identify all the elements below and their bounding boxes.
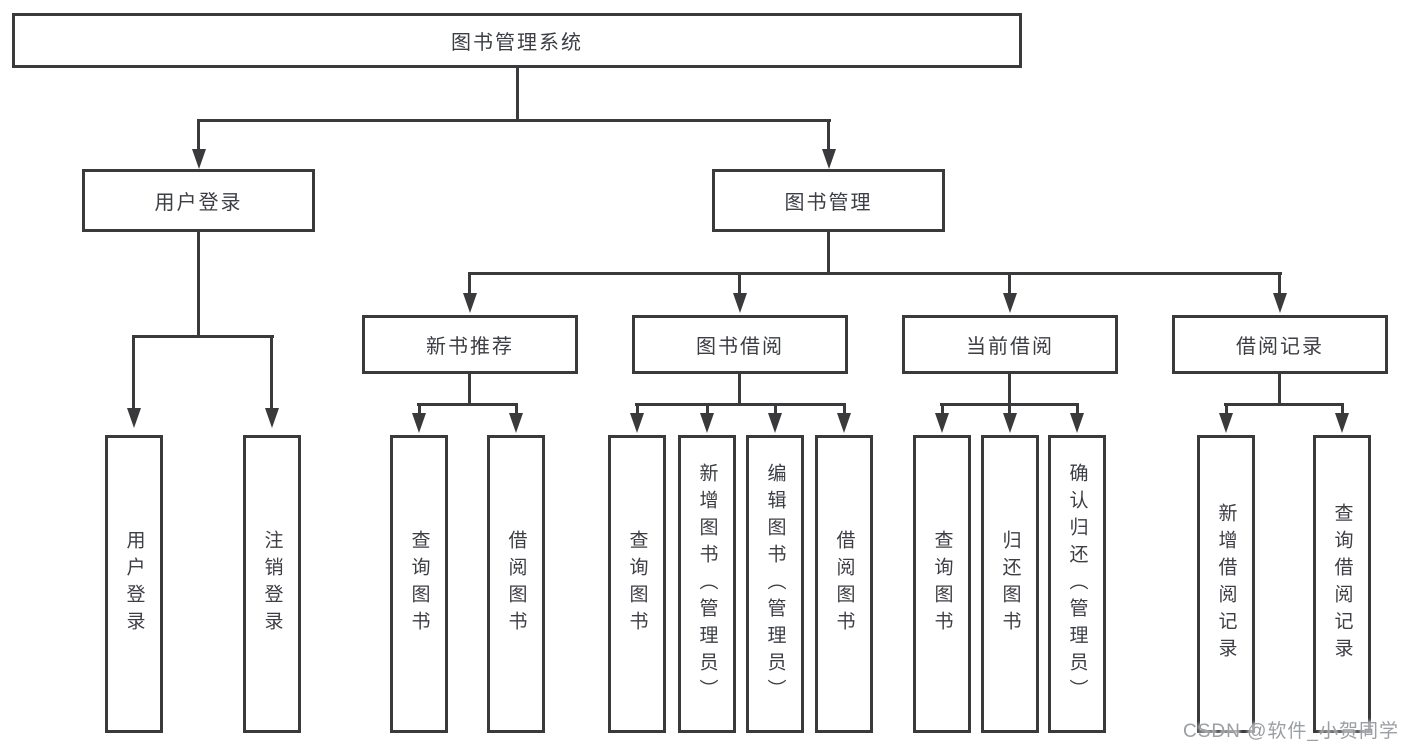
- connector-stem: [132, 335, 135, 410]
- csdn-watermark: CSDN @软件_小贺同学: [1183, 721, 1399, 742]
- node-current-borrowing: 当前借阅: [902, 315, 1118, 374]
- leaf-query-books: 查询图书: [390, 435, 448, 733]
- leaf-add-borrow-record: 新增借阅记录: [1197, 435, 1255, 733]
- arrow-down-icon: [265, 408, 279, 428]
- connector-stem: [468, 272, 471, 295]
- connector-stem: [827, 119, 830, 151]
- connector-stem: [738, 272, 741, 295]
- leaf-return-books: 归还图书: [981, 435, 1039, 733]
- connector-hbar: [635, 403, 846, 406]
- connector-stem: [270, 335, 273, 410]
- connector-root-hbar: [197, 119, 831, 122]
- arrow-down-icon: [1003, 413, 1017, 433]
- arrow-down-icon: [192, 149, 206, 169]
- node-borrowing-records: 借阅记录: [1172, 315, 1388, 374]
- connector-stem: [1278, 272, 1281, 295]
- arrow-down-icon: [1335, 413, 1349, 433]
- arrow-down-icon: [630, 413, 644, 433]
- arrow-down-icon: [733, 293, 747, 313]
- connector-stub: [1008, 374, 1011, 403]
- node-book-management: 图书管理: [712, 169, 945, 232]
- arrow-down-icon: [1273, 293, 1287, 313]
- arrow-down-icon: [700, 413, 714, 433]
- arrow-down-icon: [837, 413, 851, 433]
- arrow-down-icon: [509, 413, 523, 433]
- arrow-down-icon: [935, 413, 949, 433]
- arrow-down-icon: [822, 149, 836, 169]
- connector-hbar: [1224, 403, 1344, 406]
- connector-stem: [1076, 403, 1079, 416]
- leaf-edit-books-admin: 编辑图书（管理员）: [746, 435, 804, 733]
- arrow-down-icon: [412, 413, 426, 433]
- connector-stub: [468, 374, 471, 403]
- leaf-borrow-books: 借阅图书: [487, 435, 545, 733]
- leaf-confirm-return-admin: 确认归还（管理员）: [1048, 435, 1106, 733]
- connector-stem: [706, 403, 709, 416]
- arrow-down-icon: [1070, 413, 1084, 433]
- connector-hbar: [132, 335, 274, 338]
- arrow-down-icon: [463, 293, 477, 313]
- connector-hbar: [417, 403, 518, 406]
- leaf-add-books-admin: 新增图书（管理员）: [678, 435, 736, 733]
- arrow-down-icon: [127, 408, 141, 428]
- connector-stem: [1341, 403, 1344, 416]
- node-new-book-recommend: 新书推荐: [362, 315, 578, 374]
- connector-stub: [197, 232, 200, 335]
- connector-stem: [515, 403, 518, 416]
- leaf-query-books: 查询图书: [913, 435, 971, 733]
- connector-stem: [418, 403, 421, 416]
- node-user-login: 用户登录: [82, 169, 315, 232]
- leaf-query-borrow-record: 查询借阅记录: [1313, 435, 1371, 733]
- connector-stem: [774, 403, 777, 416]
- connector-stub: [1278, 374, 1281, 403]
- node-library-system: 图书管理系统: [12, 13, 1022, 68]
- connector-stub: [827, 232, 830, 272]
- leaf-query-books: 查询图书: [608, 435, 666, 733]
- arrow-down-icon: [1219, 413, 1233, 433]
- leaf-logout: 注销登录: [243, 435, 301, 733]
- connector-stem: [941, 403, 944, 416]
- connector-root-stub: [516, 68, 519, 119]
- connector-stem: [1008, 272, 1011, 295]
- arrow-down-icon: [1003, 293, 1017, 313]
- leaf-user-login: 用户登录: [105, 435, 163, 733]
- connector-stem: [843, 403, 846, 416]
- connector-stem: [197, 119, 200, 151]
- connector-stem: [1225, 403, 1228, 416]
- leaf-borrow-books: 借阅图书: [815, 435, 873, 733]
- connector-stem: [1008, 403, 1011, 416]
- connector-stub: [738, 374, 741, 403]
- connector-stem: [636, 403, 639, 416]
- connector-hbar: [468, 272, 1282, 275]
- arrow-down-icon: [768, 413, 782, 433]
- node-book-borrowing: 图书借阅: [632, 315, 848, 374]
